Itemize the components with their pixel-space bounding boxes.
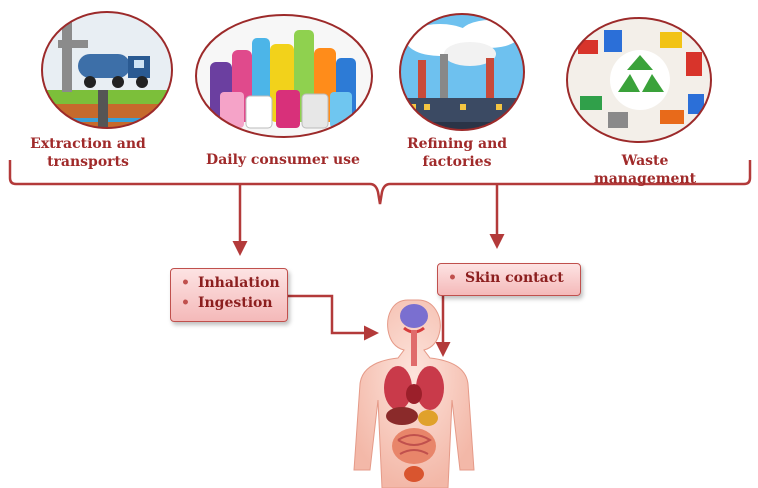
plastic-bottles-icon bbox=[195, 14, 373, 138]
route-item: •Ingestion bbox=[181, 295, 273, 311]
human-anatomy-organs-icon bbox=[353, 299, 475, 488]
arrow-inhalation-to-body bbox=[288, 294, 379, 341]
grouping-bracket bbox=[8, 160, 752, 205]
label-refining: Refining and factories bbox=[406, 136, 508, 170]
tanker-truck-extraction-icon bbox=[41, 11, 173, 129]
route-item: •Skin contact bbox=[448, 270, 564, 286]
route-item: •Inhalation bbox=[181, 275, 280, 291]
factory-smokestacks-icon bbox=[399, 13, 525, 131]
route-box-skin-contact: •Skin contact bbox=[437, 263, 581, 296]
route-box-inhalation-ingestion: •Inhalation •Ingestion bbox=[170, 268, 288, 322]
label-waste: Waste management bbox=[593, 153, 697, 187]
recycling-symbol-icon bbox=[566, 17, 712, 143]
label-daily-use: Daily consumer use bbox=[206, 152, 360, 168]
label-extraction: Extraction and transports bbox=[30, 136, 146, 170]
